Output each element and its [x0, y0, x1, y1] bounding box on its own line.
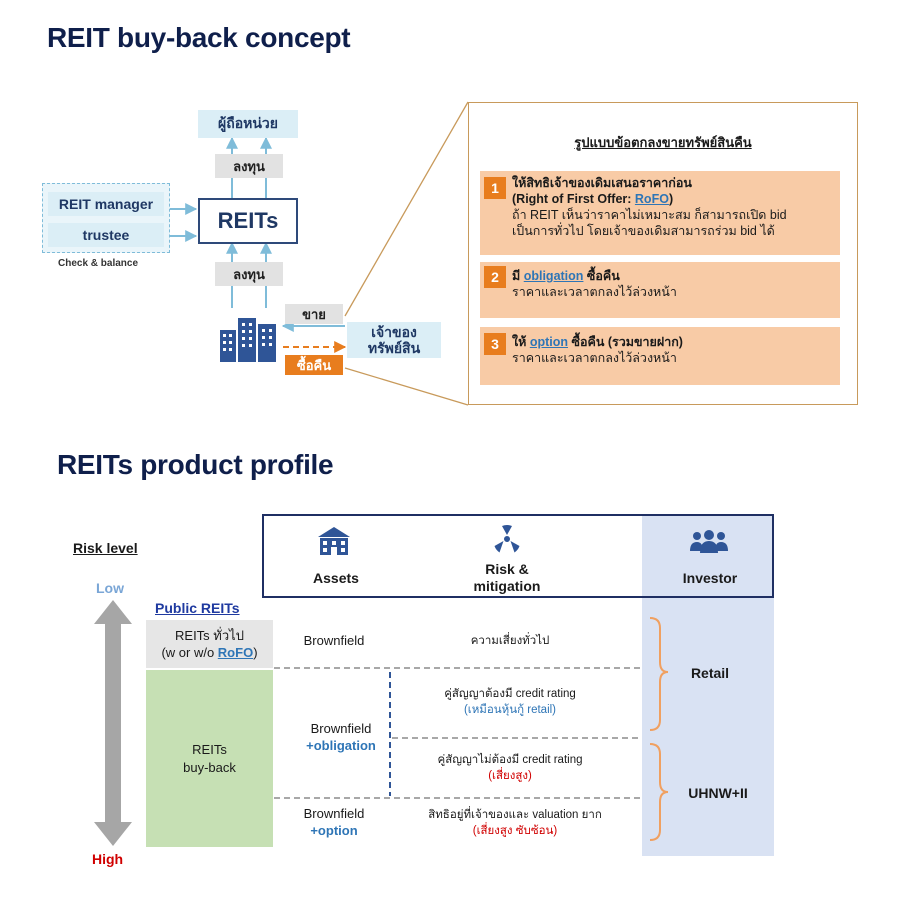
- profile-separators: [274, 617, 669, 841]
- row2b-risk: คู่สัญญาไม่ต้องมี credit rating (เสี่ยงส…: [400, 752, 620, 784]
- buyback-reits-line2: buy-back: [183, 759, 236, 775]
- row2a-risk: คู่สัญญาต้องมี credit rating (เหมือนหุ้น…: [400, 686, 620, 718]
- investor-uhnw: UHNW+II: [688, 785, 748, 801]
- investor-column: [642, 514, 774, 856]
- option3-sub: ราคาและเวลาตกลงไว้ล่วงหน้า: [512, 351, 677, 365]
- row3-asset-line2: +option: [310, 823, 358, 838]
- row3-risk-line2: (เสี่ยงสูง ซับซ้อน): [472, 825, 558, 837]
- profile-header-box: [262, 514, 774, 598]
- reits-box: REITs: [198, 198, 298, 244]
- city-buildings-icon: [220, 318, 276, 362]
- risk-level-label: Risk level: [73, 540, 138, 556]
- header-risk: Risk & mitigation: [447, 561, 567, 595]
- row3-asset: Brownfield +option: [276, 805, 392, 839]
- option-number-2: 2: [484, 266, 506, 288]
- option1-line2-post: ): [668, 192, 674, 206]
- investor-retail: Retail: [690, 665, 730, 681]
- risk-scale-arrow: [94, 600, 132, 846]
- trustee-box: trustee: [48, 223, 164, 247]
- general-reits-pre: (w or w/o: [161, 645, 218, 660]
- buyback-reits-cell: REITs buy-back: [146, 670, 273, 847]
- option-text-1: ให้สิทธิเจ้าของเดิมเสนอราคาก่อน (Right o…: [512, 175, 832, 239]
- row2a-risk-line1: คู่สัญญาต้องมี credit rating: [444, 688, 576, 700]
- general-reits-post: ): [253, 645, 258, 660]
- option-number-3: 3: [484, 333, 506, 355]
- row1-risk: ความเสี่ยงทั่วไป: [470, 635, 550, 647]
- people-group-icon: [690, 530, 728, 553]
- option-number-1: 1: [484, 177, 506, 199]
- buyback-label: ซื้อคืน: [285, 355, 343, 375]
- option3-post: ซื้อคืน (รวมขายฝาก): [568, 335, 683, 349]
- panel-title: รูปแบบข้อตกลงขายทรัพย์สินคืน: [574, 135, 752, 150]
- public-reits-label: Public REITs: [155, 600, 240, 616]
- row2a-risk-line2: (เหมือนหุ้นกู้ retail): [463, 704, 557, 716]
- option3-pre: ให้: [512, 335, 530, 349]
- option2-post: ซื้อคืน: [583, 269, 620, 283]
- option1-line2-pre: (Right of First Offer:: [512, 192, 635, 206]
- buyback-reits-line1: REITs: [192, 741, 227, 757]
- sell-label: ขาย: [285, 304, 343, 324]
- option1-line3: ถ้า REIT เห็นว่าราคาไม่เหมาะสม ก็สามารถเ…: [512, 208, 787, 222]
- asset-owner-line1: เจ้าของ: [371, 324, 417, 340]
- invest-bottom-label: ลงทุน: [215, 262, 283, 286]
- row2b-risk-line2: (เสี่ยงสูง): [488, 770, 532, 782]
- invest-top-label: ลงทุน: [215, 154, 283, 178]
- building-icon: [318, 527, 350, 555]
- radiation-icon: [494, 525, 520, 553]
- reit-manager-box: REIT manager: [48, 192, 164, 216]
- row1-asset: Brownfield: [303, 633, 365, 648]
- option-card-3: [480, 327, 840, 385]
- check-balance-label: Check & balance: [58, 258, 139, 269]
- option-text-2: มี obligation ซื้อคืน ราคาและเวลาตกลงไว้…: [512, 268, 832, 300]
- risk-high-label: High: [92, 851, 124, 867]
- option2-pre: มี: [512, 269, 524, 283]
- general-reits-cell: REITs ทั่วไป (w or w/o RoFO): [146, 620, 273, 668]
- row2-asset-line2: +obligation: [306, 738, 376, 753]
- section2-title: REITs product profile: [57, 449, 334, 480]
- option-card-2: [480, 262, 840, 318]
- row2b-risk-line1: คู่สัญญาไม่ต้องมี credit rating: [437, 754, 583, 766]
- row3-asset-line1: Brownfield: [303, 806, 365, 821]
- header-risk-line1: Risk &: [485, 561, 529, 577]
- row3-risk: สิทธิอยู่ที่เจ้าของและ valuation ยาก (เส…: [400, 807, 630, 839]
- section1-title: REIT buy-back concept: [47, 22, 351, 53]
- general-reits-rofo: RoFO: [217, 645, 254, 660]
- option2-sub: ราคาและเวลาตกลงไว้ล่วงหน้า: [512, 285, 677, 299]
- option3-keyword: option: [529, 335, 569, 349]
- general-reits-line1: REITs ทั่วไป: [175, 628, 244, 643]
- option-text-3: ให้ option ซื้อคืน (รวมขายฝาก) ราคาและเว…: [512, 334, 832, 366]
- option1-line1: ให้สิทธิเจ้าของเดิมเสนอราคาก่อน: [512, 176, 692, 190]
- option1-rofo: RoFO: [634, 192, 669, 206]
- option1-line4: เป็นการทั่วไป โดยเจ้าของเดิมสามารถร่วม b…: [512, 224, 775, 238]
- row2-asset-line1: Brownfield: [310, 721, 372, 736]
- risk-low-label: Low: [96, 580, 124, 596]
- option2-keyword: obligation: [523, 269, 584, 283]
- asset-owner-line2: ทรัพย์สิน: [367, 340, 421, 356]
- header-assets: Assets: [313, 570, 359, 586]
- header-risk-line2: mitigation: [473, 578, 541, 594]
- row3-risk-line1: สิทธิอยู่ที่เจ้าของและ valuation ยาก: [428, 809, 602, 821]
- row2-asset: Brownfield +obligation: [276, 720, 406, 754]
- asset-owner-box: เจ้าของ ทรัพย์สิน: [347, 322, 441, 358]
- unitholder-box: ผู้ถือหน่วย: [198, 110, 298, 138]
- header-investor: Investor: [682, 570, 738, 586]
- option-card-1: [480, 171, 840, 255]
